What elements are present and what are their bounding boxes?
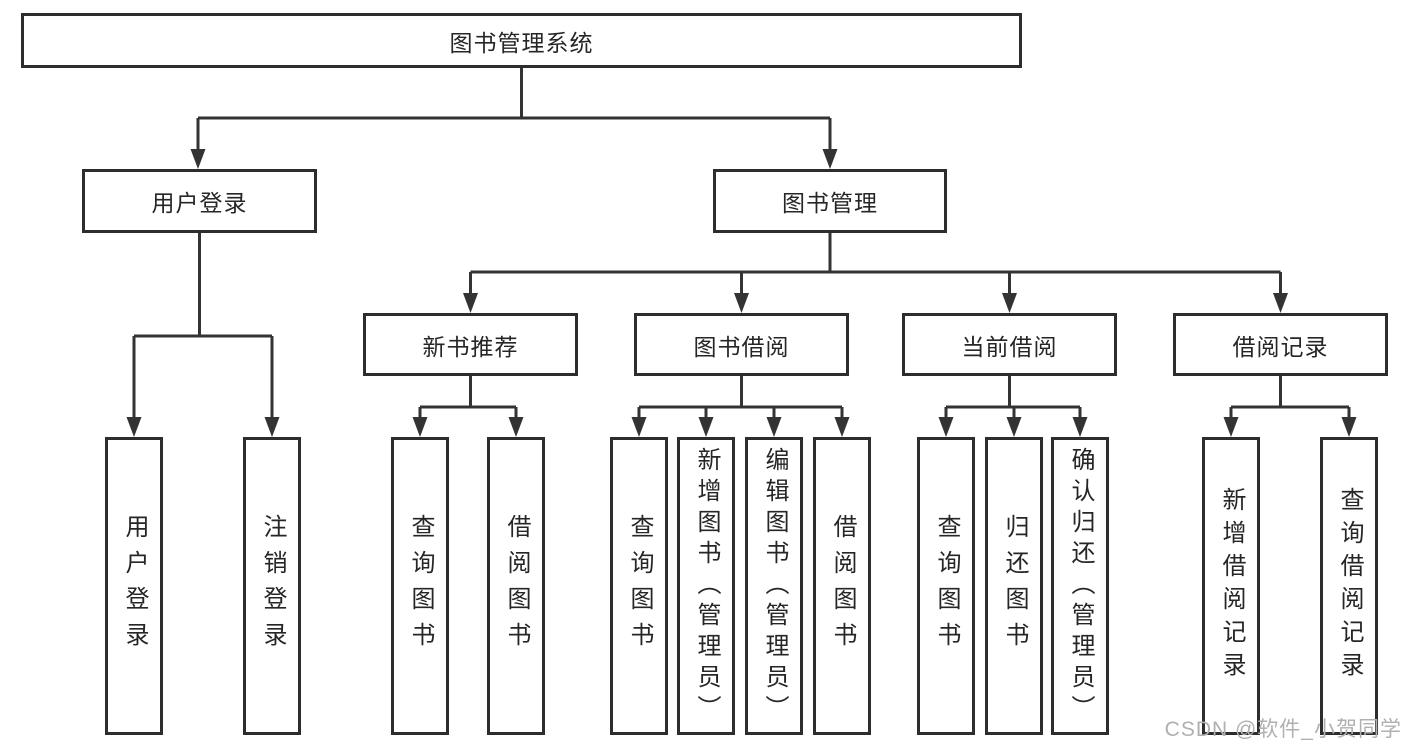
arrow-down-icon [1341,417,1357,437]
node-leaf-query-books-borrowing: 查询图书 [610,437,668,735]
arrow-down-icon [126,417,142,437]
node-leaf-add-books-admin: 新增图书（管理员） [677,437,735,735]
node-leaf-confirm-return-admin: 确认归还（管理员） [1051,437,1109,735]
arrow-down-icon [698,417,714,437]
arrowhead-icons [126,149,1357,437]
arrow-down-icon [508,417,524,437]
arrow-down-icon [264,417,280,437]
node-leaf-borrow-books-recommend: 借阅图书 [487,437,545,735]
arrow-down-icon [938,417,954,437]
node-leaf-return-books: 归还图书 [985,437,1043,735]
arrow-down-icon [766,417,782,437]
arrow-down-icon [734,293,749,313]
node-leaf-query-books-current: 查询图书 [917,437,975,735]
connector-book-borrowing [637,375,844,428]
node-leaf-add-borrow-record: 新增借阅记录 [1202,437,1260,735]
node-user-login: 用户登录 [82,169,317,233]
node-leaf-borrow-books: 借阅图书 [813,437,871,735]
arrow-down-icon [834,417,850,437]
node-leaf-logout: 注销登录 [243,437,301,735]
node-root-label: 图书管理系统 [449,29,594,56]
node-book-borrowing: 图书借阅 [634,313,849,376]
node-new-book-recommendation: 新书推荐 [363,313,578,376]
node-leaf-user-login: 用户登录 [105,437,163,735]
node-book-management-label: 图书管理 [782,190,878,216]
node-leaf-query-borrow-record: 查询借阅记录 [1320,437,1378,735]
connector-new-book-recommendation [418,375,518,428]
arrow-down-icon [822,149,838,169]
node-user-login-label: 用户登录 [151,190,248,216]
arrow-down-icon [1006,417,1022,437]
node-book-management: 图书管理 [713,169,947,233]
arrow-down-icon [1072,417,1088,437]
connector-root [196,67,832,160]
node-root: 图书管理系统 [21,13,1022,68]
node-borrowing-records: 借阅记录 [1173,313,1388,376]
csdn-watermark: CSDN @软件_小贺同学 [1164,718,1402,741]
arrow-down-icon [1223,417,1239,437]
connector-borrowing-records [1229,375,1351,428]
node-book-borrowing-label: 图书借阅 [693,333,790,360]
node-current-borrowing: 当前借阅 [902,313,1117,376]
arrow-down-icon [631,417,647,437]
arrow-down-icon [1273,293,1288,313]
arrow-down-icon [1002,293,1017,313]
arrow-down-icon [463,293,478,313]
connector-book-management [469,233,1282,304]
node-leaf-query-books-recommend: 查询图书 [391,437,449,735]
node-current-borrowing-label: 当前借阅 [961,333,1058,360]
node-new-book-recommendation-label: 新书推荐 [422,333,519,360]
arrow-down-icon [412,417,428,437]
node-borrowing-records-label: 借阅记录 [1232,333,1329,360]
node-leaf-edit-books-admin: 编辑图书（管理员） [745,437,803,735]
arrow-down-icon [190,149,206,169]
connector-user-login [132,233,274,428]
